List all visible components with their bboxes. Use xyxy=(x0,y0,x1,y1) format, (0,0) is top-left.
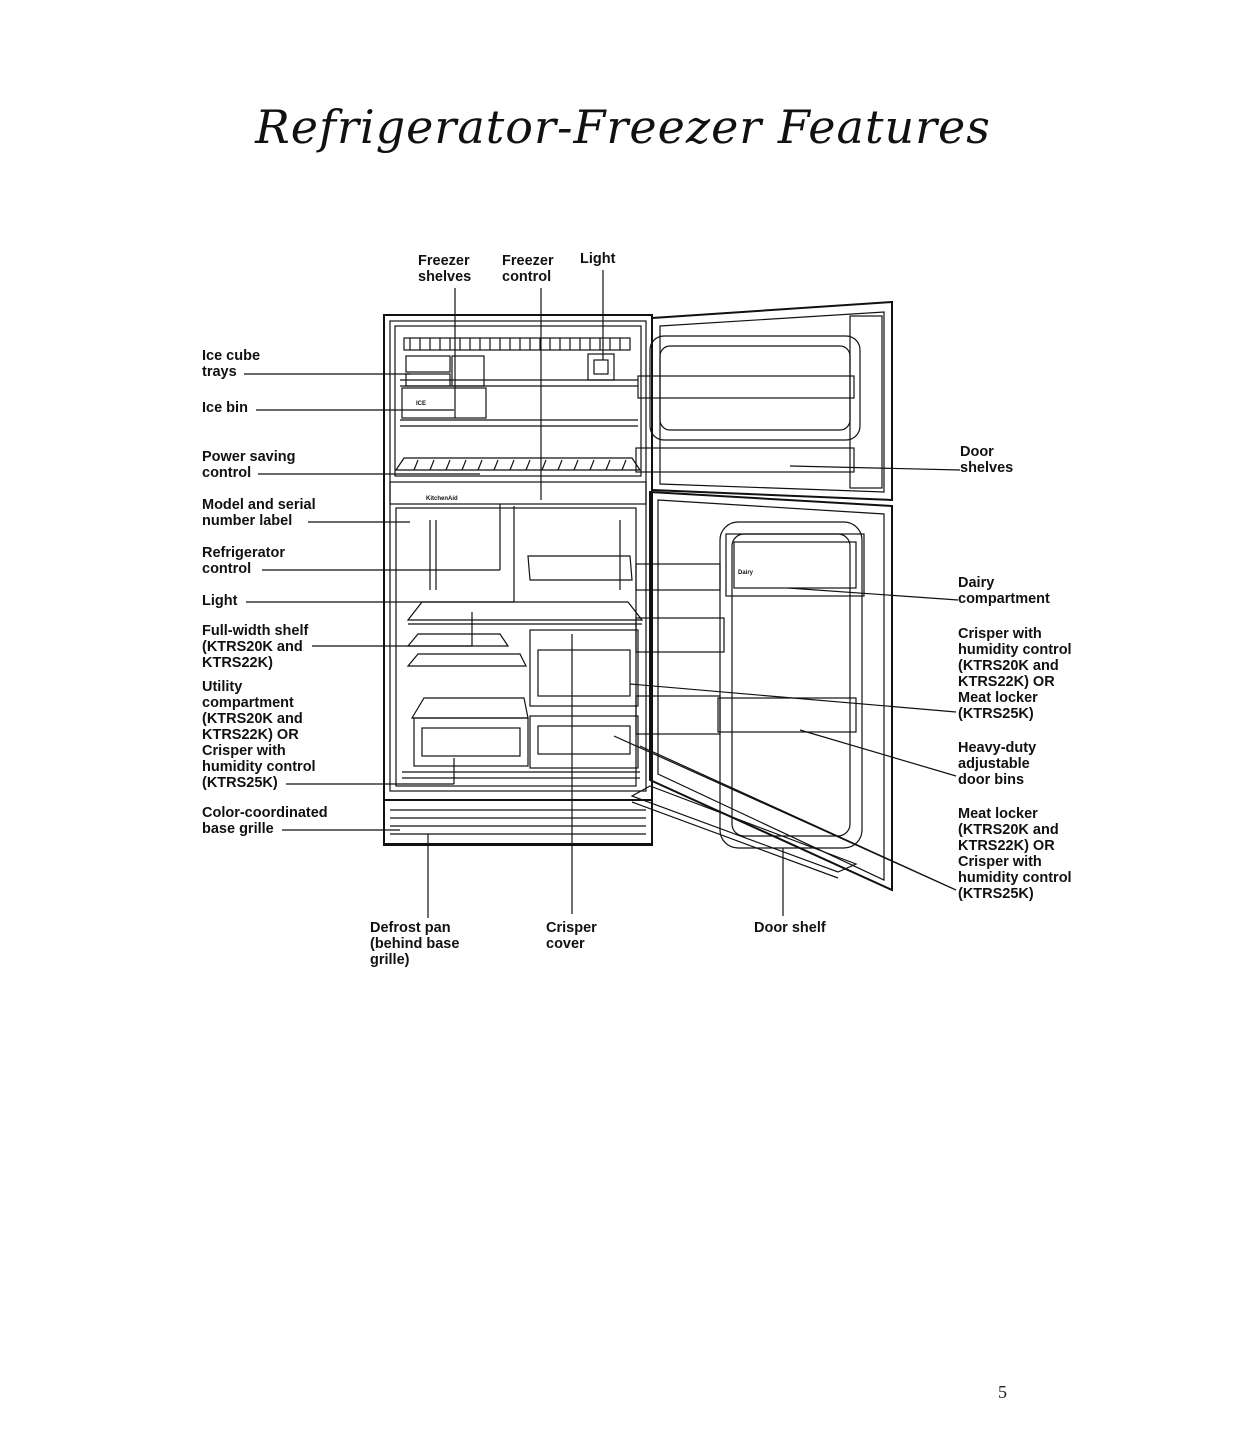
label-utility-compartment: Utility compartment (KTRS20K and KTRS22K… xyxy=(202,679,316,791)
label-freezer-control: Freezer control xyxy=(502,253,554,285)
refrigerator-door xyxy=(630,490,893,892)
label-crisper-cover: Crisper cover xyxy=(546,920,597,952)
label-base-grille: Color-coordinated base grille xyxy=(202,805,328,837)
label-door-bins: Heavy-duty adjustable door bins xyxy=(958,740,1037,788)
label-ice-bin: Ice bin xyxy=(202,400,248,416)
freezer-door xyxy=(635,300,893,502)
label-crisper-humidity: Crisper with humidity control (KTRS20K a… xyxy=(958,626,1072,722)
label-light-left: Light xyxy=(202,593,238,609)
label-defrost-pan: Defrost pan (behind base grille) xyxy=(370,920,460,968)
page-number: 5 xyxy=(998,1382,1007,1402)
ice-bin-tag: ICE xyxy=(416,401,427,407)
label-meat-locker: Meat locker (KTRS20K and KTRS22K) OR Cri… xyxy=(958,806,1072,902)
label-ice-cube-trays: Ice cube trays xyxy=(202,348,261,380)
label-freezer-shelves: Freezer shelves xyxy=(418,253,472,285)
label-dairy-compartment: Dairy compartment xyxy=(958,575,1050,607)
label-full-width-shelf: Full-width shelf (KTRS20K and KTRS22K) xyxy=(202,623,309,671)
page-title: Refrigerator-Freezer Features xyxy=(255,100,991,154)
label-model-serial: Model and serial number label xyxy=(202,497,316,529)
brand-plate: KitchenAid xyxy=(426,496,458,502)
leader-lines xyxy=(244,270,961,918)
label-light-top: Light xyxy=(580,251,616,267)
label-door-shelf: Door shelf xyxy=(754,920,826,936)
label-refrigerator-control: Refrigerator control xyxy=(202,545,285,577)
cabinet-body xyxy=(383,314,653,846)
dairy-tag: Dairy xyxy=(738,570,754,576)
label-door-shelves: Door shelves xyxy=(960,444,1014,476)
label-power-saving-control: Power saving control xyxy=(202,449,296,481)
